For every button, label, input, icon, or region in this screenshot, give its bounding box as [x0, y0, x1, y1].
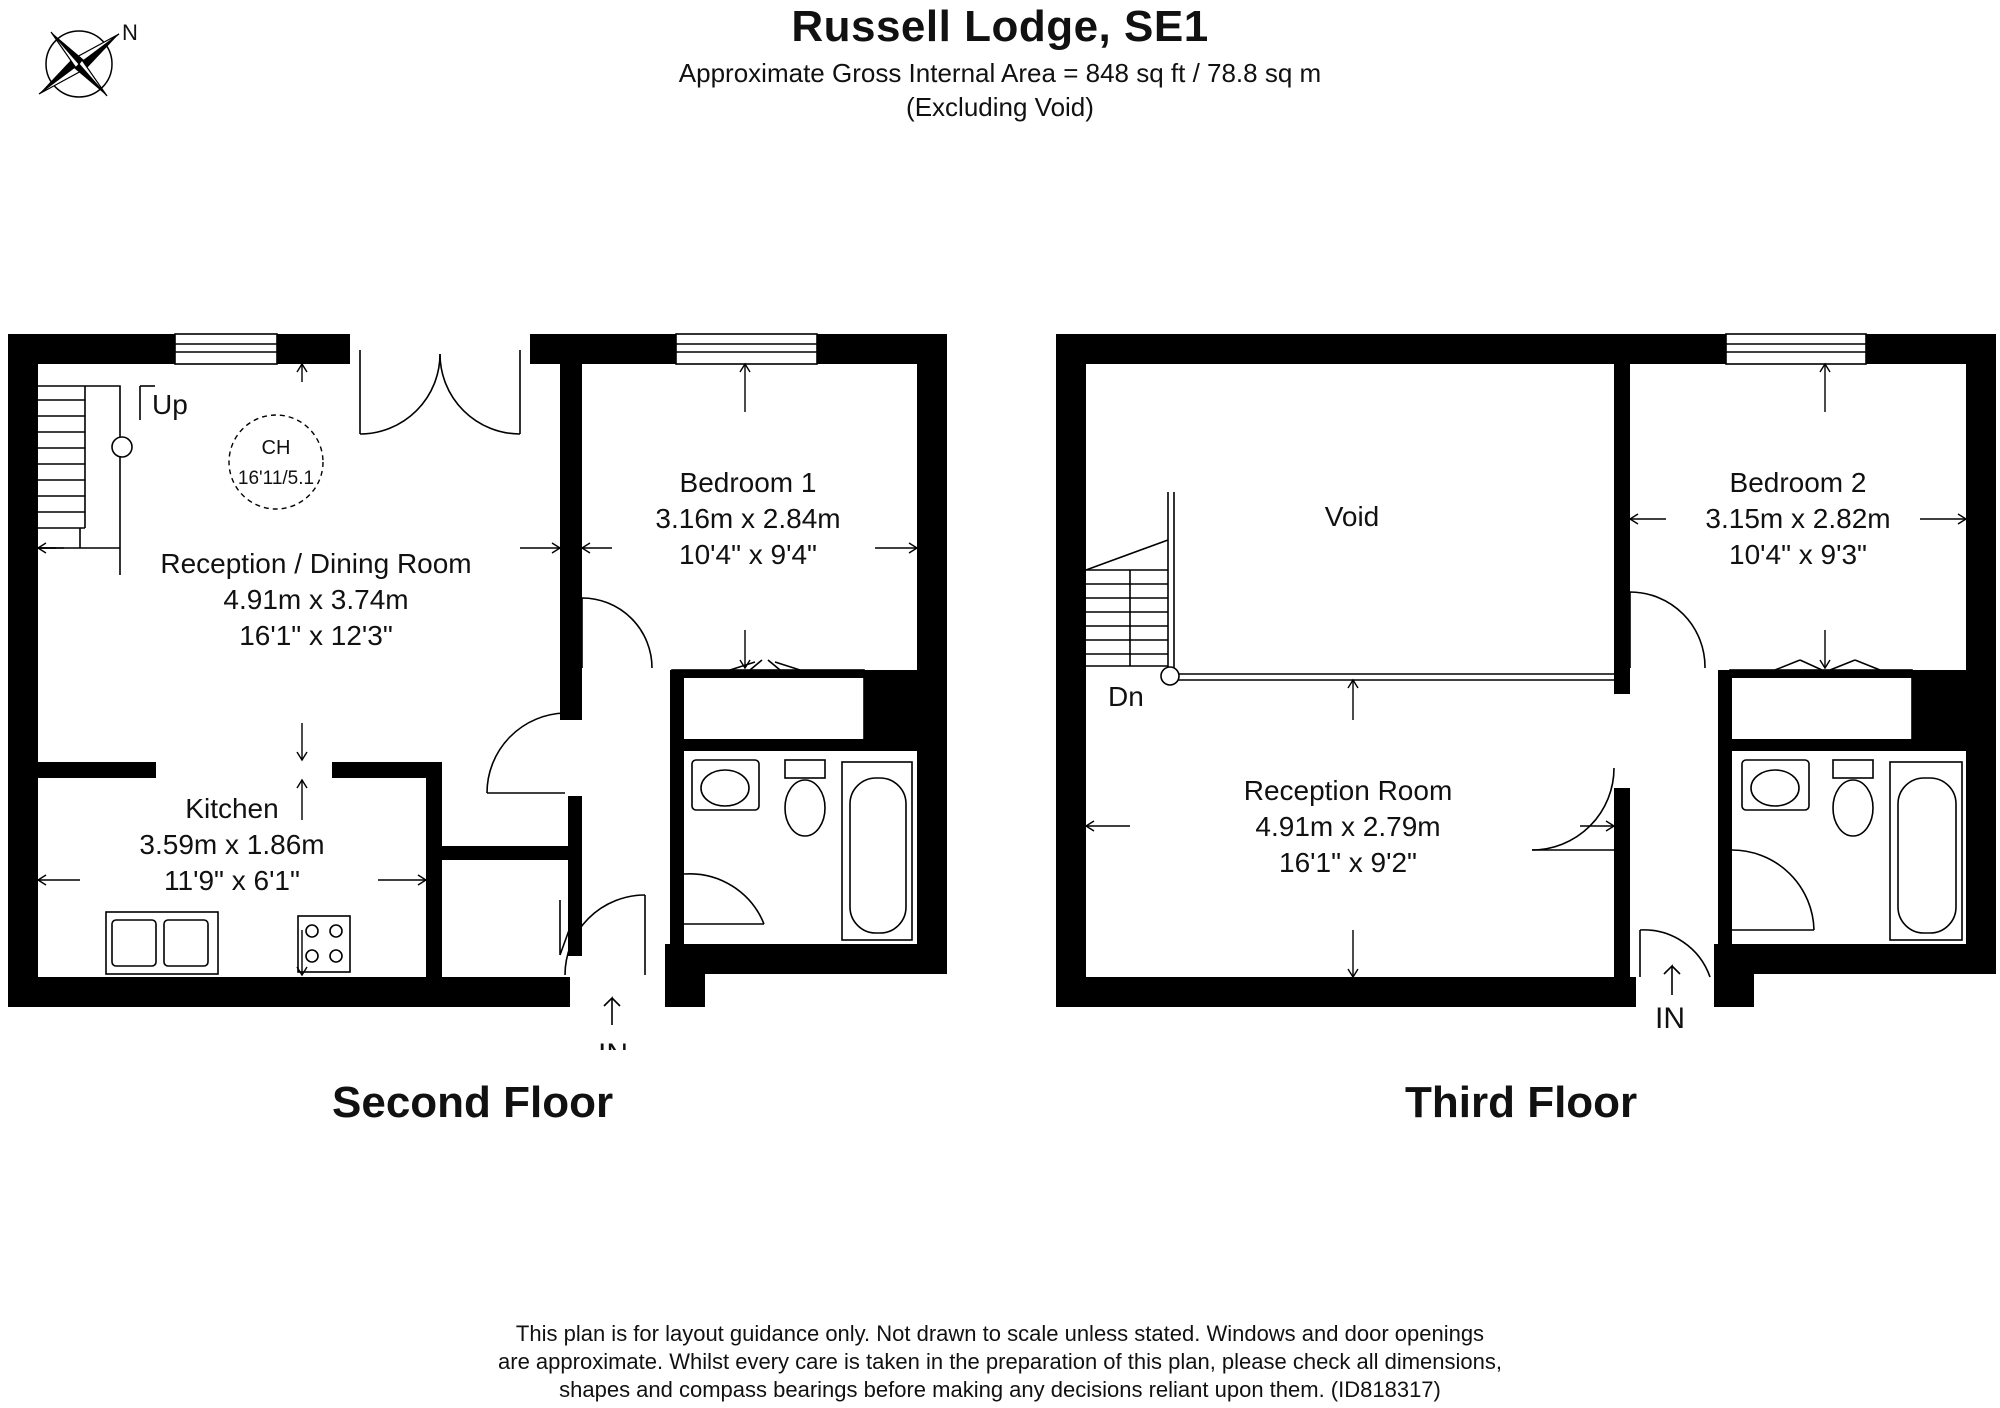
third-floor-entrance-label: IN: [1655, 1002, 1685, 1035]
third-floor-label: Third Floor: [1405, 1078, 1638, 1127]
bedroom2-imperial: 10'4" x 9'3": [1729, 539, 1867, 570]
reception-dining-name: Reception / Dining Room: [160, 548, 471, 579]
stairs-down-label: Dn: [1108, 681, 1144, 712]
second-floor-label: Second Floor: [332, 1078, 614, 1127]
bedroom2-name: Bedroom 2: [1730, 467, 1867, 498]
second-floor-plan: Up CH 16'11/5.1 IN Reception: [8, 333, 947, 1050]
kitchen-name: Kitchen: [185, 793, 278, 824]
disclaimer-line-1: This plan is for layout guidance only. N…: [515, 1321, 1485, 1346]
ch-dims: 16'11/5.1: [238, 468, 314, 489]
third-floor-plan: Dn IN Void Bedroom 2 3.15m x 2.82m 10'4"…: [1056, 333, 1996, 1035]
disclaimer-line-3: shapes and compass bearings before makin…: [559, 1377, 1441, 1402]
second-floor-entrance-label: IN: [598, 1038, 628, 1050]
bedroom1-imperial: 10'4" x 9'4": [679, 539, 817, 570]
kitchen-metric: 3.59m x 1.86m: [139, 829, 324, 860]
disclaimer-line-2: are approximate. Whilst every care is ta…: [498, 1349, 1502, 1374]
bedroom1-metric: 3.16m x 2.84m: [655, 503, 840, 534]
stairs-up-label: Up: [152, 389, 188, 420]
reception-room-imperial: 16'1" x 9'2": [1279, 847, 1417, 878]
reception-room-metric: 4.91m x 2.79m: [1255, 811, 1440, 842]
compass-icon: N: [38, 20, 138, 98]
reception-dining-imperial: 16'1" x 12'3": [239, 620, 393, 651]
bedroom2-metric: 3.15m x 2.82m: [1705, 503, 1890, 534]
bedroom1-name: Bedroom 1: [680, 467, 817, 498]
compass-north-label: N: [122, 20, 138, 45]
plan-title: Russell Lodge, SE1: [791, 2, 1209, 51]
reception-room-name: Reception Room: [1244, 775, 1453, 806]
ch-label: CH: [262, 437, 291, 459]
area-note: (Excluding Void): [906, 92, 1094, 122]
reception-dining-metric: 4.91m x 3.74m: [223, 584, 408, 615]
void-name: Void: [1325, 501, 1380, 532]
kitchen-imperial: 11'9" x 6'1": [164, 865, 300, 896]
gross-area: Approximate Gross Internal Area = 848 sq…: [678, 58, 1322, 88]
